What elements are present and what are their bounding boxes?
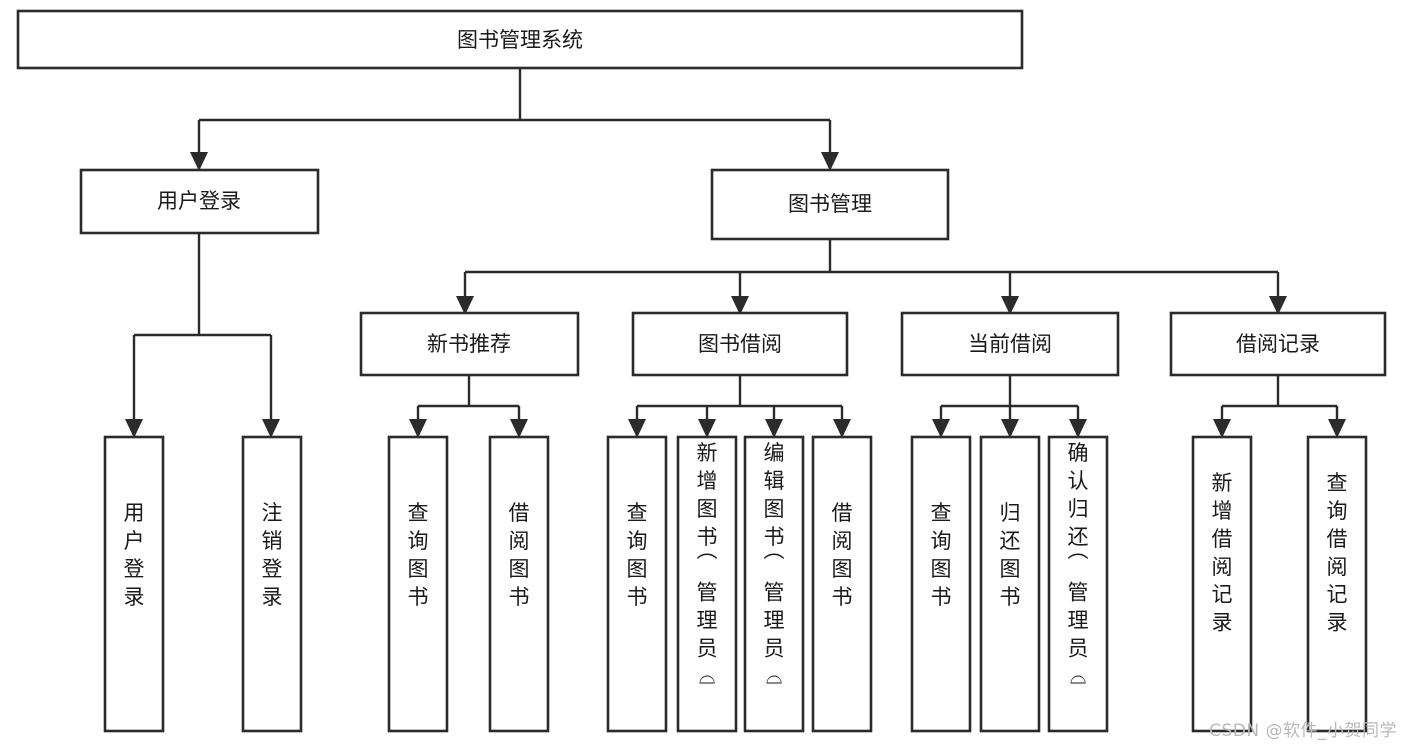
node-leaf-query-record-label: 查询借阅记录 bbox=[1327, 471, 1348, 635]
node-root[interactable]: 图书管理系统 bbox=[16, 9, 1024, 70]
node-leaf-edit-book[interactable]: 编辑图书⌒管理员⌓ bbox=[743, 435, 805, 733]
node-leaf-borrow-book-1-label: 借阅图书 bbox=[509, 501, 530, 609]
arrow-to-leaf-return-book bbox=[1001, 419, 1019, 438]
node-leaf-user-login-box[interactable] bbox=[103, 435, 165, 733]
node-leaf-query-book-1[interactable]: 查询图书 bbox=[387, 435, 449, 733]
node-borrow-record-box[interactable] bbox=[1169, 311, 1387, 377]
connector-layer bbox=[125, 68, 1346, 438]
arrow-to-leaf-borrow-book-1 bbox=[510, 419, 528, 438]
arrow-to-leaf-query-record bbox=[1328, 419, 1346, 438]
node-leaf-query-book-2-label: 查询图书 bbox=[627, 501, 648, 609]
node-leaf-user-logout-label: 注销登录 bbox=[262, 501, 283, 609]
node-book-borrow-label: 图书借阅 bbox=[698, 332, 782, 356]
arrow-to-leaf-query-book-2 bbox=[628, 419, 646, 438]
node-user-login[interactable]: 用户登录 bbox=[79, 168, 320, 235]
node-leaf-edit-book-label: 编辑图书⌒管理员⌓ bbox=[764, 441, 785, 688]
arrow-to-leaf-query-book-3 bbox=[932, 419, 950, 438]
node-leaf-query-book-2[interactable]: 查询图书 bbox=[606, 435, 668, 733]
node-leaf-return-book-box[interactable] bbox=[979, 435, 1041, 733]
node-leaf-add-book-box[interactable] bbox=[676, 435, 738, 733]
node-leaf-return-book[interactable]: 归还图书 bbox=[979, 435, 1041, 733]
node-leaf-confirm-return-label: 确认归还⌒管理员⌓ bbox=[1068, 441, 1089, 688]
node-user-login-box[interactable] bbox=[79, 168, 320, 235]
arrow-to-leaf-confirm-return bbox=[1069, 419, 1087, 438]
node-leaf-borrow-book-2[interactable]: 借阅图书 bbox=[811, 435, 873, 733]
arrow-to-leaf-query-book-1 bbox=[409, 419, 427, 438]
node-leaf-borrow-book-2-label: 借阅图书 bbox=[832, 501, 853, 609]
node-leaf-borrow-book-2-box[interactable] bbox=[811, 435, 873, 733]
node-leaf-query-book-3-box[interactable] bbox=[910, 435, 972, 733]
node-new-book-recommend-box[interactable] bbox=[359, 311, 580, 377]
node-leaf-add-book[interactable]: 新增图书⌒管理员⌓ bbox=[676, 435, 738, 733]
node-leaf-confirm-return[interactable]: 确认归还⌒管理员⌓ bbox=[1047, 435, 1109, 733]
node-borrow-record[interactable]: 借阅记录 bbox=[1169, 311, 1387, 377]
node-leaf-query-book-2-box[interactable] bbox=[606, 435, 668, 733]
arrow-to-leaf-add-book bbox=[698, 419, 716, 438]
node-leaf-query-book-3[interactable]: 查询图书 bbox=[910, 435, 972, 733]
node-leaf-query-book-3-label: 查询图书 bbox=[931, 501, 952, 609]
node-root-label: 图书管理系统 bbox=[457, 28, 583, 52]
arrow-to-leaf-user-login bbox=[125, 419, 143, 438]
node-leaf-user-login[interactable]: 用户登录 bbox=[103, 435, 165, 733]
node-leaf-query-book-1-label: 查询图书 bbox=[408, 501, 429, 609]
node-leaf-add-record-label: 新增借阅记录 bbox=[1212, 471, 1233, 635]
node-leaf-borrow-book-1-box[interactable] bbox=[488, 435, 550, 733]
node-leaf-confirm-return-box[interactable] bbox=[1047, 435, 1109, 733]
node-leaf-query-book-1-box[interactable] bbox=[387, 435, 449, 733]
node-leaf-user-logout[interactable]: 注销登录 bbox=[241, 435, 303, 733]
node-leaf-add-record-box[interactable] bbox=[1191, 435, 1253, 733]
node-root-box[interactable] bbox=[16, 9, 1024, 70]
node-new-book-recommend-label: 新书推荐 bbox=[427, 332, 511, 356]
arrow-root-to-book-manage bbox=[821, 152, 839, 171]
node-leaf-query-record[interactable]: 查询借阅记录 bbox=[1306, 435, 1368, 733]
node-leaf-add-record[interactable]: 新增借阅记录 bbox=[1191, 435, 1253, 733]
node-user-login-label: 用户登录 bbox=[157, 189, 241, 213]
node-current-borrow-box[interactable] bbox=[900, 311, 1120, 377]
node-leaf-add-book-label: 新增图书⌒管理员⌓ bbox=[697, 441, 718, 688]
node-book-borrow[interactable]: 图书借阅 bbox=[631, 311, 849, 377]
arrow-to-leaf-edit-book bbox=[765, 419, 783, 438]
node-leaf-return-book-label: 归还图书 bbox=[1000, 501, 1021, 609]
node-book-borrow-box[interactable] bbox=[631, 311, 849, 377]
node-leaf-user-login-label: 用户登录 bbox=[124, 501, 145, 609]
node-new-book-recommend[interactable]: 新书推荐 bbox=[359, 311, 580, 377]
node-book-manage[interactable]: 图书管理 bbox=[710, 168, 950, 241]
node-leaf-edit-book-box[interactable] bbox=[743, 435, 805, 733]
node-leaf-query-record-box[interactable] bbox=[1306, 435, 1368, 733]
arrow-to-leaf-user-logout bbox=[262, 419, 280, 438]
node-book-manage-box[interactable] bbox=[710, 168, 950, 241]
arrow-to-leaf-add-record bbox=[1213, 419, 1231, 438]
node-leaf-borrow-book-1[interactable]: 借阅图书 bbox=[488, 435, 550, 733]
node-leaf-user-logout-box[interactable] bbox=[241, 435, 303, 733]
node-book-manage-label: 图书管理 bbox=[788, 192, 872, 216]
arrow-to-leaf-borrow-book-2 bbox=[833, 419, 851, 438]
node-current-borrow-label: 当前借阅 bbox=[968, 332, 1052, 356]
node-current-borrow[interactable]: 当前借阅 bbox=[900, 311, 1120, 377]
node-borrow-record-label: 借阅记录 bbox=[1236, 332, 1320, 356]
arrow-root-to-user-login bbox=[190, 152, 208, 171]
